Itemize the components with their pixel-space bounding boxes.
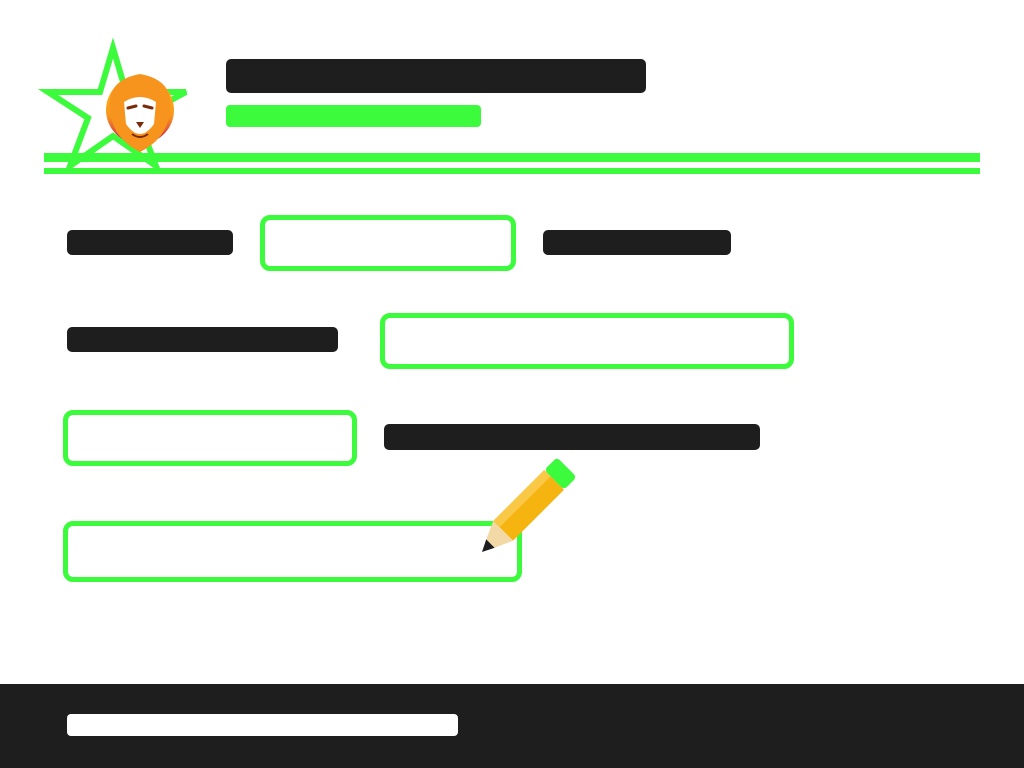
star-lion-logo-icon [37,37,188,174]
row1-label [67,230,233,255]
row2-input[interactable] [380,313,794,369]
row2-label [67,327,338,352]
row3-input[interactable] [63,410,357,466]
footer-text [67,714,458,736]
footer [0,684,1024,768]
row3-label [384,424,760,450]
row4-input[interactable] [63,521,522,582]
page-title [226,59,646,93]
row1-suffix [543,230,731,255]
pencil-icon[interactable] [474,458,576,558]
page-subtitle [226,105,481,127]
row1-input[interactable] [260,215,516,271]
header-divider-bottom [44,168,980,174]
header-divider-top [44,153,980,162]
